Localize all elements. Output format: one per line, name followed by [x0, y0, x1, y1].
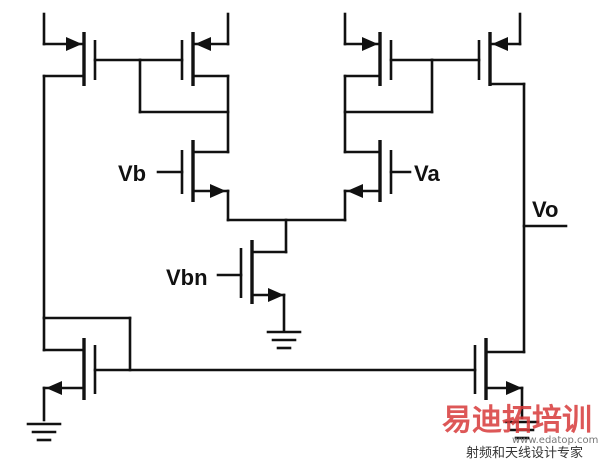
ground-symbol-vbn: [266, 330, 302, 350]
ground-symbol-right: [504, 420, 540, 440]
nmos-mirror-left: [42, 338, 97, 422]
watermark: 易迪拓培训 www.edatop.com 射频和天线设计专家: [442, 403, 598, 461]
ground-symbol-left: [26, 422, 62, 442]
nmos-mirror-right: [473, 338, 526, 420]
label-va: Va: [414, 161, 440, 186]
watermark-brand: 易迪拓培训: [442, 403, 592, 438]
label-vb: Vb: [118, 161, 146, 186]
watermark-tagline: 射频和天线设计专家: [466, 445, 583, 461]
pmos-cascode-va: [343, 140, 412, 222]
label-vo: Vo: [532, 197, 558, 222]
nmos-bias-vbn: [216, 240, 288, 332]
label-vbn: Vbn: [166, 265, 208, 290]
pmos-top-left-1: [42, 12, 142, 86]
watermark-url: www.edatop.com: [512, 435, 598, 446]
pmos-top-left-2: [138, 12, 230, 86]
pmos-cascode-vb: [156, 140, 230, 222]
pmos-top-right-1: [343, 12, 434, 86]
pmos-top-right-2: [430, 12, 526, 86]
